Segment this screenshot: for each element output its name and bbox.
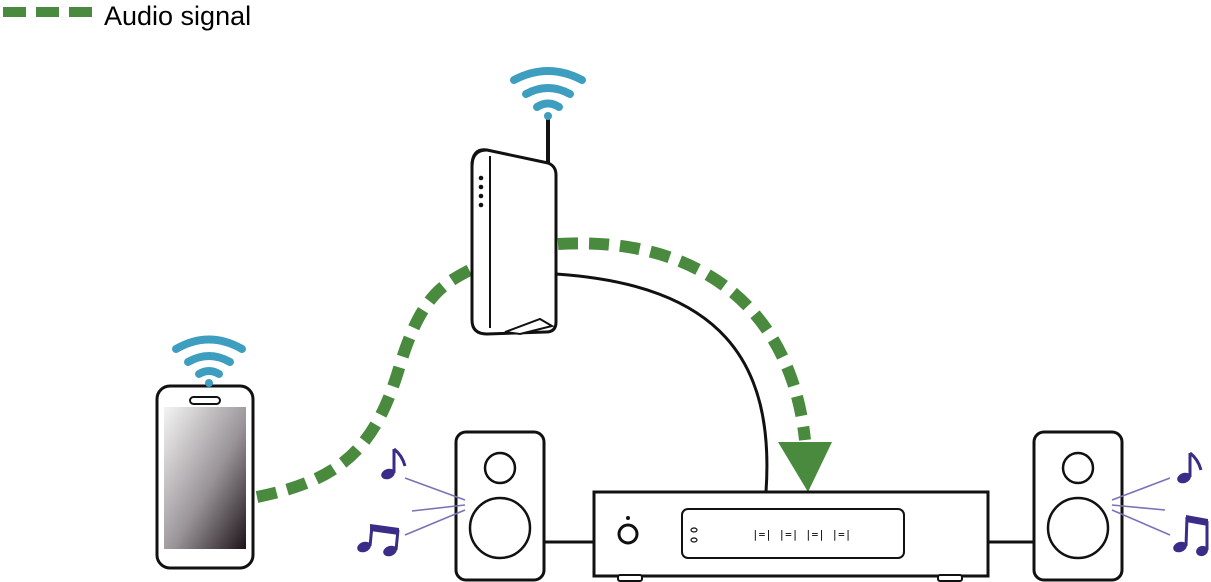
- music-note-icon: [1177, 451, 1203, 484]
- legend-label: Audio signal: [104, 1, 251, 31]
- smartphone-icon: [155, 384, 255, 570]
- speaker-left-icon: [454, 430, 546, 582]
- legend-dash-icon: [3, 7, 92, 17]
- network-cable: [555, 272, 769, 493]
- player-display-text: |=| |=| |=| |=|: [752, 528, 851, 541]
- router-icon: [470, 118, 558, 336]
- router-wifi-icon: [510, 67, 586, 120]
- speaker-right-icon: [1032, 430, 1124, 582]
- audio-signal-path-phone-to-router: [255, 264, 473, 503]
- network-audio-player-icon: |=| |=| |=| |=|: [592, 490, 990, 582]
- sound-waves-right: [1111, 477, 1171, 536]
- audio-signal-arrowhead: [778, 442, 832, 492]
- music-note-icon: [381, 447, 407, 480]
- smartphone-wifi-icon: [172, 335, 246, 387]
- audio-signal-path-router-to-player: [557, 237, 811, 441]
- legend: Audio signal: [3, 1, 251, 31]
- double-music-note-icon: [1173, 515, 1209, 557]
- sound-waves-left: [404, 477, 466, 536]
- double-music-note-icon: [357, 524, 400, 557]
